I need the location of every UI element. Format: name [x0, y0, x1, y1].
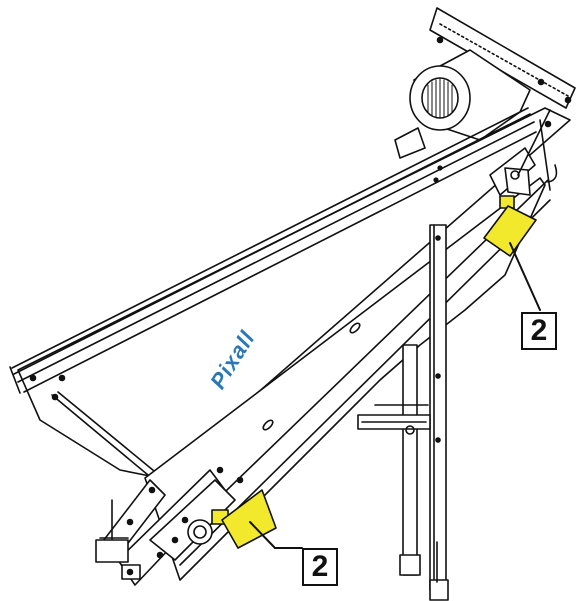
fan-housing [394, 7, 576, 159]
yellow-marker-upper [483, 205, 537, 257]
yellow-marker-lower [221, 489, 277, 549]
callout-lower: 2 [302, 548, 338, 586]
callout-lower-label: 2 [311, 550, 329, 583]
left-support-bracket [95, 479, 166, 580]
leader-line-upper [509, 242, 541, 311]
yellow-markers [211, 195, 537, 549]
support-stand [357, 224, 449, 601]
callout-upper: 2 [521, 312, 557, 350]
upper-drive-bracket [489, 109, 552, 196]
callout-upper-label: 2 [530, 314, 548, 347]
leader-line-lower [249, 521, 276, 549]
